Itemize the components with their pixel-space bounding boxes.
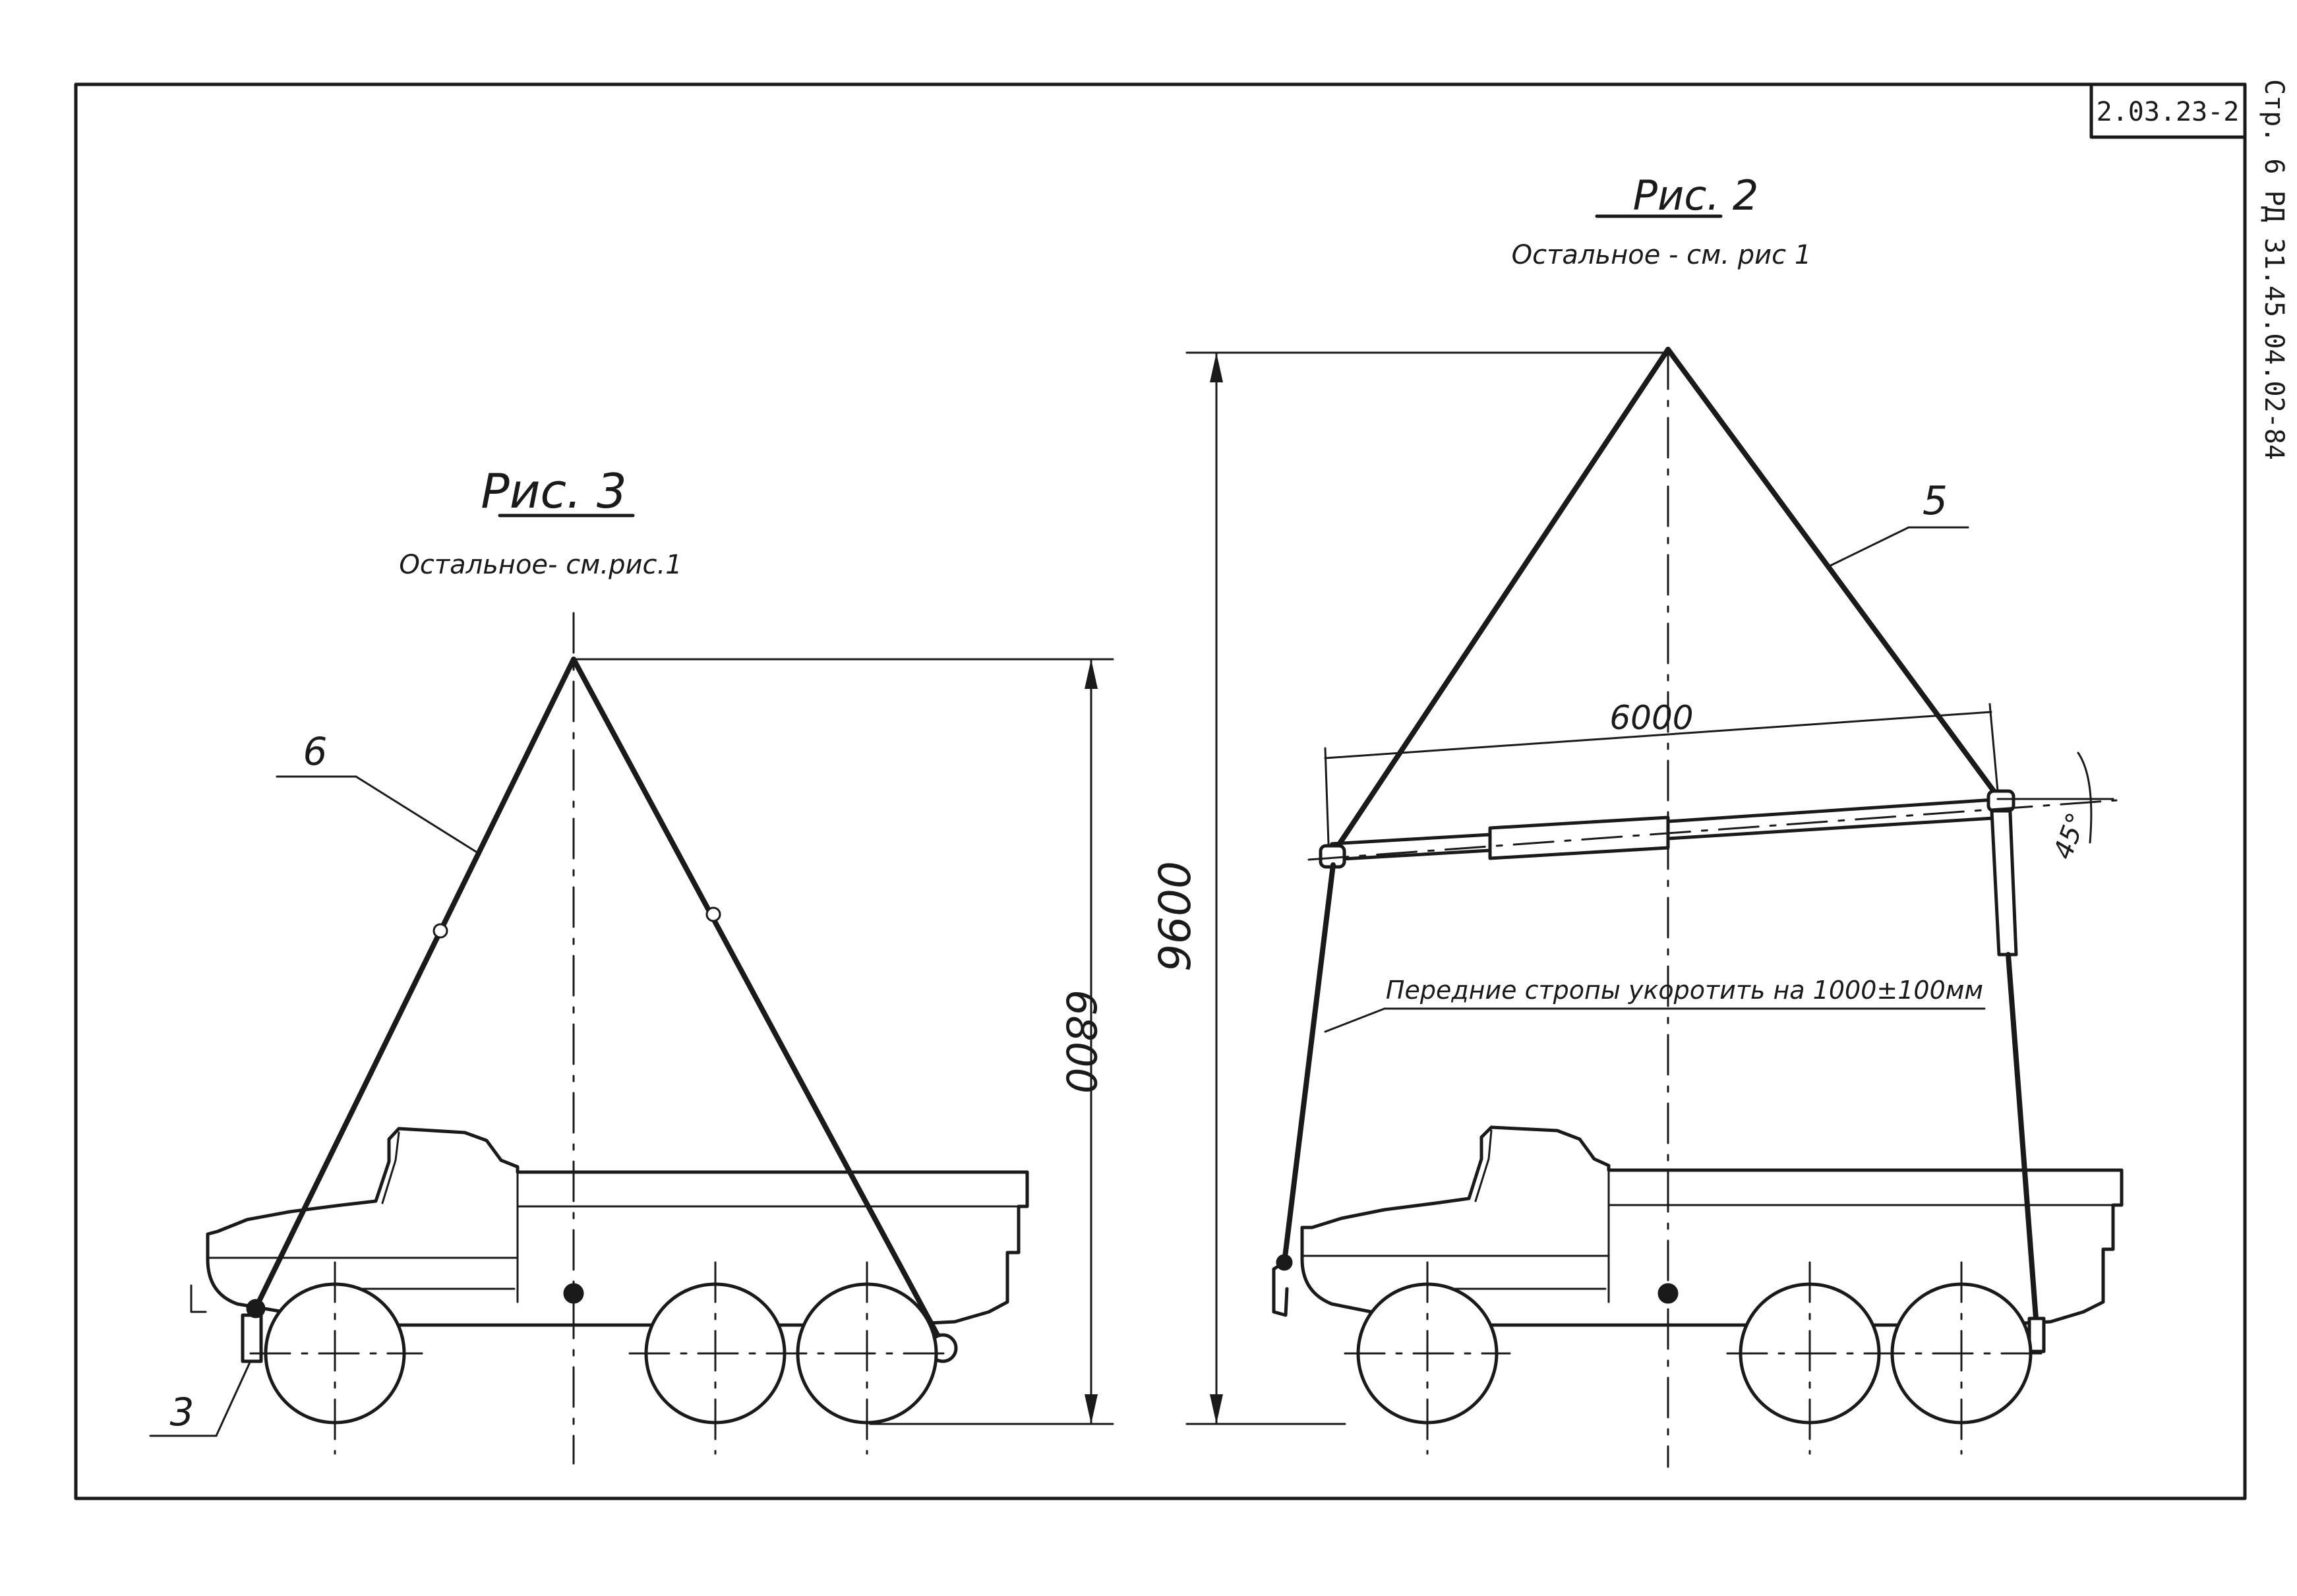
sheet-code-box: [2089, 82, 2247, 139]
fig2-front-hook: [1272, 1260, 1289, 1317]
fig2-upper-right-sling: [1665, 347, 2000, 799]
fig2-front-lower-sling: [1282, 862, 1336, 1265]
side-document-text: Стр. 6 РД 31.45.04.02-84: [2259, 79, 2289, 460]
fig2-dim-span: 6000: [1609, 699, 1693, 737]
fig2-dim-height: 9600: [1150, 861, 1201, 972]
fig3-label-sling: 6: [303, 729, 328, 774]
fig3-right-sling: [571, 657, 945, 1347]
fig3-title: Рис. 3: [481, 463, 626, 519]
fig3-center-mark: [563, 1283, 584, 1304]
fig3-subtitle: Остальное- см.рис.1: [399, 550, 682, 580]
fig3-dim-arrow-bottom: [1085, 1394, 1098, 1424]
fig3-front-attach-point: [246, 1299, 266, 1318]
figure-3: Рис. 3 Остальное- см.рис.1 6 3 6800: [149, 463, 1114, 1465]
fig2-title: Рис. 2: [1633, 171, 1759, 220]
fig2-angle-arc: [2077, 752, 2093, 844]
fig2-label-sling: 5: [1923, 478, 1948, 524]
fig2-center-mark: [1657, 1283, 1679, 1304]
border-frame: [74, 82, 2247, 1500]
sheet-frame: 2.03.23-2 Стр. 6 РД 31.45.04.02-84: [74, 79, 2289, 1500]
figure-2: Рис. 2 Остальное - см. рис 1 5 6000: [1150, 171, 2124, 1468]
fig3-dim-arrow-top: [1085, 659, 1098, 689]
fig3-right-sling-joint: [705, 906, 721, 922]
fig3-bumper-hook: [190, 1284, 207, 1313]
fig2-angle: 45°: [2048, 809, 2092, 863]
fig2-span-dim-line: [1324, 711, 1992, 759]
fig3-truck: [190, 1127, 1029, 1455]
fig2-dim-arrow-top: [1210, 353, 1223, 382]
fig2-subtitle: Остальное - см. рис 1: [1512, 240, 1812, 270]
fig3-left-sling-joint: [433, 923, 448, 939]
fig2-beam-right-segment: [1666, 797, 2006, 841]
fig3-leader-6: [355, 775, 477, 853]
fig2-front-attach-point: [1276, 1254, 1293, 1271]
fig3-cab-windshield: [381, 1131, 400, 1204]
fig2-beam-corner: [1986, 789, 2015, 813]
sheet-code: 2.03.23-2: [2097, 97, 2240, 127]
fig3-left-sling: [251, 657, 576, 1315]
fig2-note-leader: [1324, 1007, 1386, 1033]
fig2-span-ext-left: [1324, 747, 1330, 845]
fig2-beam-middle-segment: [1488, 815, 1670, 860]
fig2-truck-body: [1300, 1125, 2124, 1327]
fig2-dim-arrow-bottom: [1210, 1394, 1223, 1424]
fig2-beam-vertical-arm: [1989, 796, 2018, 957]
fig2-cab-windshield: [1474, 1129, 1493, 1202]
fig2-truck: [1272, 1125, 2124, 1455]
fig2-rear-lower-sling: [2006, 952, 2039, 1321]
fig3-truck-body: [206, 1127, 1029, 1327]
fig2-spreader-beam: [1307, 789, 2118, 957]
fig2-leader-5: [1826, 526, 1910, 568]
fig2-note: Передние стропы укоротить на 1000±100мм: [1386, 976, 1983, 1005]
fig2-span-ext-right: [1988, 703, 1999, 792]
fig3-label-part: 3: [170, 1390, 194, 1434]
fig3-leader-3: [215, 1357, 253, 1437]
fig3-dim-height: 6800: [1057, 990, 1105, 1094]
fig2-upper-left-sling: [1326, 347, 1671, 863]
